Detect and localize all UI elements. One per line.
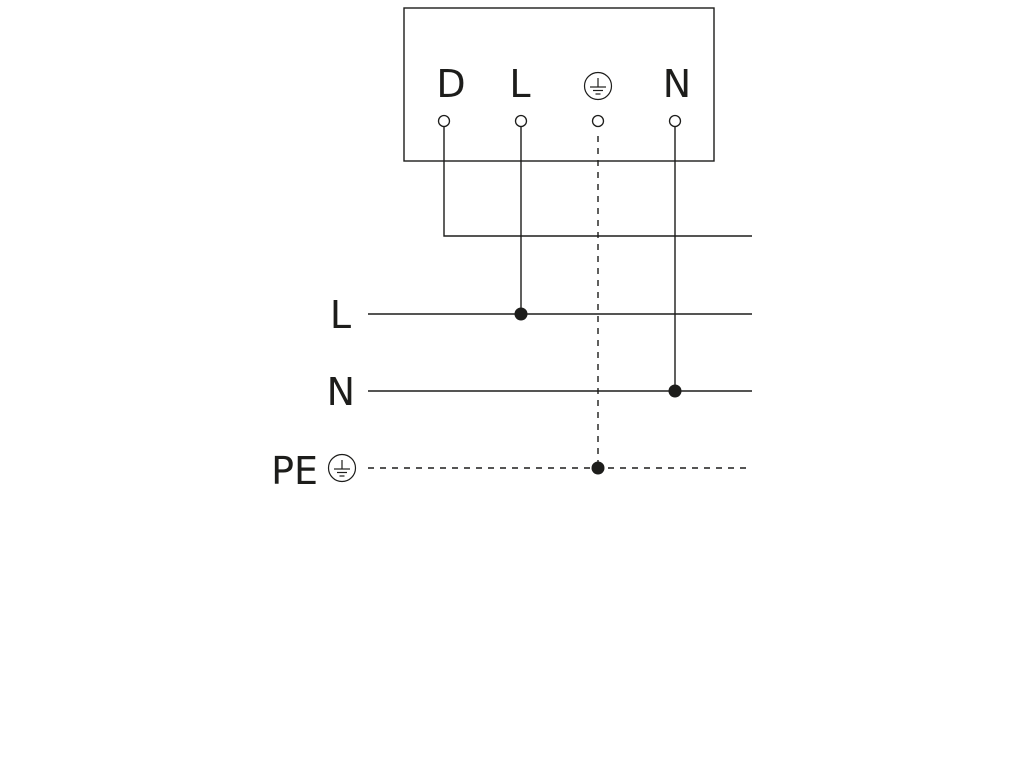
- terminal-d: [437, 114, 451, 128]
- protective-earth-icon: [583, 71, 613, 101]
- bus-label-l: L: [330, 293, 351, 337]
- terminal-n: [668, 114, 682, 128]
- terminal-label-d: D: [436, 62, 465, 106]
- device-housing: [403, 7, 715, 162]
- junction-n: [668, 384, 682, 398]
- bus-label-n: N: [327, 370, 355, 414]
- terminal-label-l: L: [509, 62, 530, 106]
- junction-pe: [591, 461, 605, 475]
- bus-label-pe: PE: [271, 449, 318, 493]
- terminal-l: [514, 114, 528, 128]
- protective-earth-icon: [327, 453, 357, 483]
- wire-d: [443, 126, 752, 237]
- junction-l: [514, 307, 528, 321]
- terminal-pe: [591, 114, 605, 128]
- terminal-label-n: N: [663, 62, 691, 106]
